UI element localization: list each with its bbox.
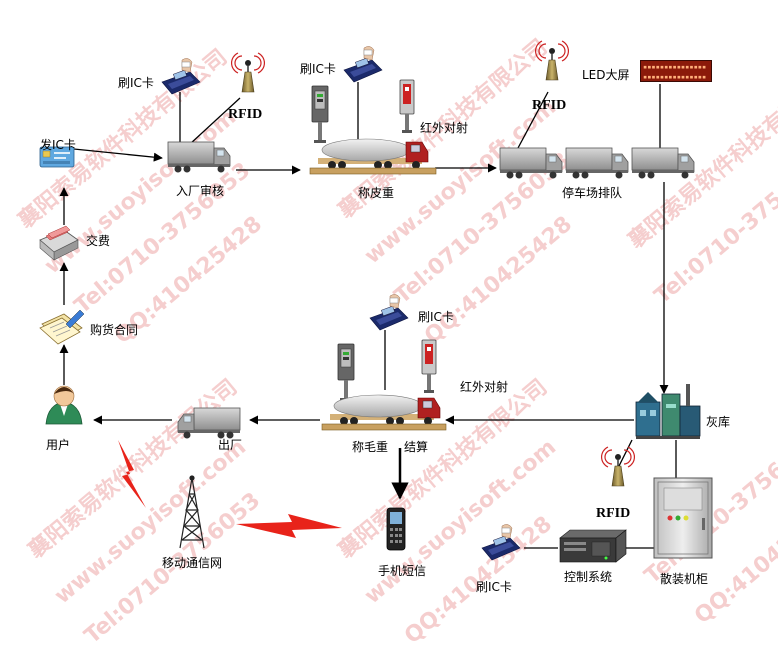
line-rfid-entry xyxy=(189,97,241,145)
tanker-truck-icon xyxy=(317,138,429,170)
label-exit: 出厂 xyxy=(218,438,243,452)
signal-bolts xyxy=(118,440,342,538)
pos-terminal-icon xyxy=(369,293,409,331)
label-user: 用户 xyxy=(46,438,71,452)
user-icon xyxy=(45,385,83,425)
ic-card-icon xyxy=(39,146,75,168)
signal-bolt-icon xyxy=(118,440,146,508)
truck-icon xyxy=(565,147,629,179)
pos-terminal-icon xyxy=(161,57,201,95)
label-entry-check: 入厂审核 xyxy=(176,184,225,198)
infrared-sensor-icon xyxy=(337,343,355,402)
rfid-antenna-icon xyxy=(230,52,266,93)
cash-counter-icon xyxy=(39,225,79,261)
label-ash-silo: 灰库 xyxy=(706,415,731,429)
label-led-screen: LED大屏 xyxy=(582,68,630,82)
mobile-phone-icon xyxy=(386,507,406,551)
truck-icon xyxy=(499,147,563,179)
label-gross-weigh: 称毛重 xyxy=(352,440,389,454)
label-swipe-ic: 刷IC卡 xyxy=(300,62,336,76)
label-rfid: RFID xyxy=(596,506,631,521)
line-rfid-silo xyxy=(617,439,633,469)
tanker-truck-icon xyxy=(329,394,441,426)
weighbridge-icon xyxy=(309,167,437,175)
arrow-issue-to-entry xyxy=(63,147,163,162)
label-infrared: 红外对射 xyxy=(420,121,469,135)
control-system-icon xyxy=(559,529,627,563)
label-issue-ic: 发IC卡 xyxy=(40,138,76,152)
label-purchase-contract: 购货合同 xyxy=(90,323,139,337)
weighbridge-icon xyxy=(321,423,447,431)
pos-terminal-icon xyxy=(343,45,383,83)
rfid-antenna-icon xyxy=(534,40,570,81)
led-screen-display: ▪▪▪▪▪▪▪▪▪▪▪▪▪▪▪▪▪▪▪▪▪▪▪▪▪▪▪▪▪▪ xyxy=(640,60,712,82)
label-rfid: RFID xyxy=(532,98,567,113)
cell-tower-icon xyxy=(179,475,205,549)
label-swipe-ic: 刷IC卡 xyxy=(418,310,454,324)
label-bulk-cabinet: 散装机柜 xyxy=(660,572,709,586)
label-mobile-network: 移动通信网 xyxy=(162,556,223,570)
label-control-system: 控制系统 xyxy=(564,570,613,584)
truck-icon xyxy=(631,147,695,179)
label-swipe-ic: 刷IC卡 xyxy=(118,76,154,90)
label-payment: 交费 xyxy=(86,234,111,248)
truck-icon xyxy=(167,141,231,173)
signal-bolt-icon xyxy=(236,514,342,538)
infrared-sensor-icon xyxy=(311,85,329,144)
bulk-cabinet-icon xyxy=(653,477,713,559)
infrared-sensor-icon xyxy=(399,79,415,134)
pos-terminal-icon xyxy=(481,523,521,561)
label-parking-queue: 停车场排队 xyxy=(562,186,623,200)
truck-icon xyxy=(177,407,241,439)
line-rfid-parking xyxy=(517,91,549,149)
ash-silo-icon xyxy=(635,384,701,439)
flow-arrows xyxy=(59,82,677,549)
label-sms: 手机短信 xyxy=(378,564,427,578)
label-swipe-ic: 刷IC卡 xyxy=(476,580,512,594)
contract-icon xyxy=(39,309,85,345)
label-settlement: 结算 xyxy=(404,440,429,454)
label-rfid: RFID xyxy=(228,107,263,122)
label-tare-weigh: 称皮重 xyxy=(358,186,395,200)
rfid-antenna-icon xyxy=(600,446,636,487)
label-infrared: 红外对射 xyxy=(460,380,509,394)
infrared-sensor-icon xyxy=(421,339,437,394)
